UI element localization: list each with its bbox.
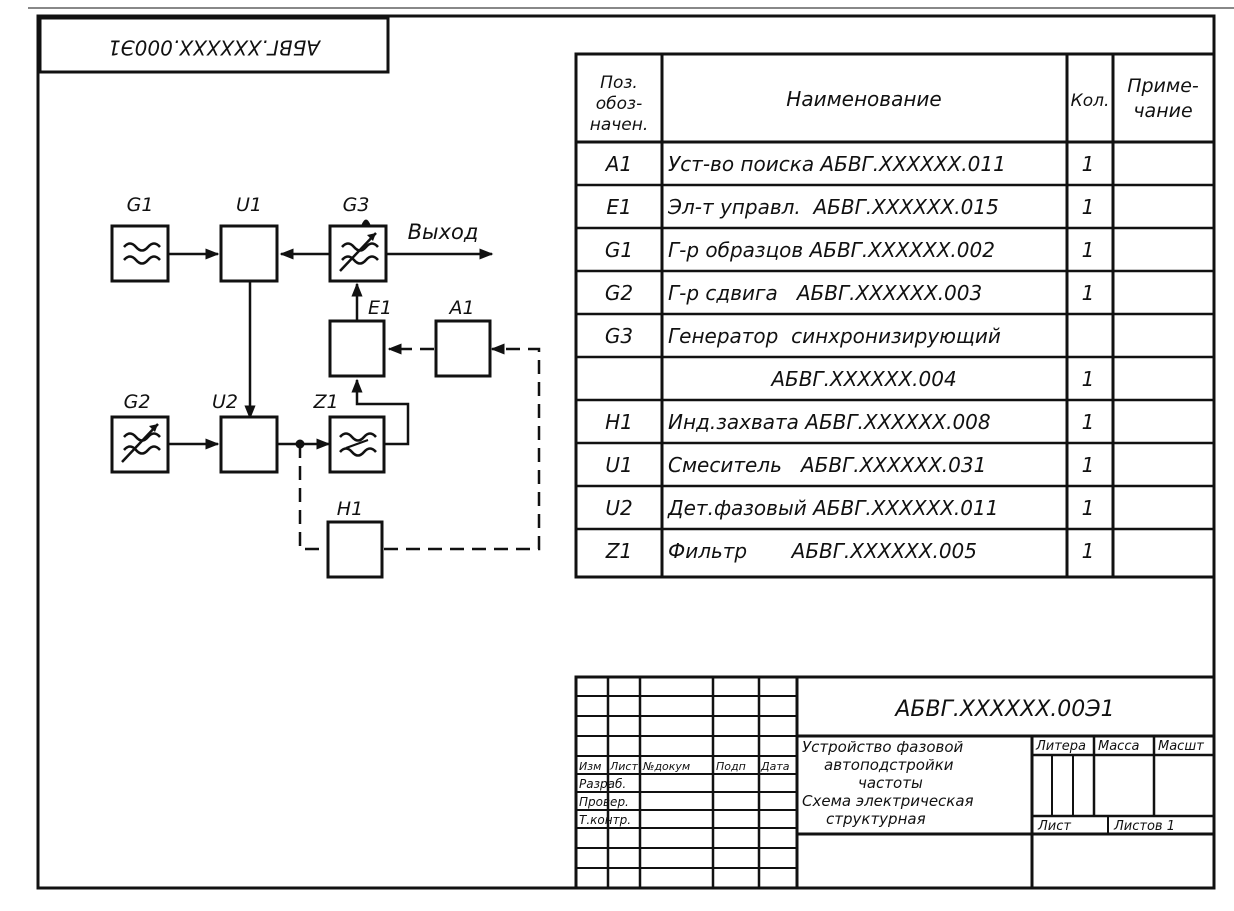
label-e1: E1 [368,297,392,319]
sync-indicator [361,219,371,226]
label-h1: H1 [337,498,363,520]
row-position: E1 [606,195,631,219]
row-name: Смеситель АБВГ.XXXXXX.031 [668,453,986,477]
col-docnum: №докум [642,760,690,773]
row-name: Г-р образцов АБВГ.XXXXXX.002 [668,238,995,262]
label-output: Выход [408,220,479,244]
label-u1: U1 [236,194,262,216]
table-header: Поз. обоз- начен. Наименование Кол. Прим… [590,73,1199,135]
col-date: Дата [760,760,790,773]
sheet-label: Лист [1037,819,1071,834]
row-name: Уст-во поиска АБВГ.XXXXXX.011 [668,152,1006,176]
col-list: Лист [609,760,638,773]
title-line-3: частоты [858,774,923,792]
label-z1: Z1 [312,391,338,413]
change-columns: Изм Лист №докум Подп Дата [579,760,790,773]
header-note-line2: чание [1133,100,1192,122]
row-qty: 1 [1082,453,1095,477]
row-name: Г-р сдвига АБВГ.XXXXXX.003 [668,281,982,305]
row-qty: 1 [1082,539,1095,563]
row-qty: 1 [1082,410,1095,434]
row-qty: 1 [1082,238,1095,262]
role-checker: Провер. [579,795,629,809]
table-row: U1 Смеситель АБВГ.XXXXXX.031 1 [605,453,1094,477]
row-qty: 1 [1082,152,1095,176]
row-position: H1 [605,410,633,434]
label-u2: U2 [212,391,238,413]
link-z1-e1 [351,378,410,446]
stamp-code: АБВГ.XXXXXX.000Э1 [108,36,322,60]
row-name: Дет.фазовый АБВГ.XXXXXX.011 [667,496,998,520]
sheets-label: Листов 1 [1113,819,1175,834]
title-block: АБВГ.XXXXXX.00Э1 Устройство фазовой авто… [574,675,1216,890]
block-u1 [219,224,279,283]
label-g2: G2 [124,391,151,413]
row-position: A1 [604,152,632,176]
row-position: G3 [605,324,633,348]
document-designation: АБВГ.XXXXXX.00Э1 [893,697,1114,722]
block-h1 [326,520,384,579]
row-name: Эл-т управл. АБВГ.XXXXXX.015 [667,195,999,219]
role-rows: Разраб. Провер. Т.контр. [579,777,631,827]
scale-label: Масшт [1158,739,1204,754]
link-h1-a1 [384,343,541,551]
table-row: G1 Г-р образцов АБВГ.XXXXXX.002 1 [605,238,1094,262]
role-tech-control: Т.контр. [579,813,631,827]
rotated-stamp: АБВГ.XXXXXX.000Э1 [38,16,390,74]
row-qty: 1 [1082,195,1095,219]
title-line-4: Схема электрическая [802,792,974,810]
row-qty: 1 [1082,496,1095,520]
title-line-5: структурная [826,810,926,828]
label-g1: G1 [127,194,154,216]
block-g3 [328,219,388,283]
structural-diagram: G1 U1 G3 Выход E1 A1 G2 U2 Z1 H1 [110,194,541,579]
mass-label: Масса [1098,739,1139,754]
row-qty: 1 [1082,281,1095,305]
table-row: E1 Эл-т управл. АБВГ.XXXXXX.015 1 [606,195,1094,219]
header-qty: Кол. [1071,91,1110,111]
role-developer: Разраб. [579,777,626,791]
label-a1: A1 [447,297,474,319]
header-note-line1: Приме- [1127,75,1199,97]
row-qty: 1 [1082,367,1095,391]
link-u2-h1 [298,444,327,551]
element-list-table: Поз. обоз- начен. Наименование Кол. Прим… [574,52,1216,579]
row-name: Инд.захвата АБВГ.XXXXXX.008 [668,410,991,434]
row-name: Фильтр АБВГ.XXXXXX.005 [668,539,977,563]
header-pos-line3: начен. [590,115,649,135]
table-row: АБВГ.XXXXXX.004 1 [769,367,1094,391]
block-z1 [328,415,386,474]
row-position: G2 [605,281,633,305]
block-e1 [328,319,386,378]
label-g3: G3 [343,194,370,216]
row-position: U2 [605,496,632,520]
block-g2 [110,415,170,474]
table-row: G3 Генератор синхронизирующий [605,324,1001,348]
col-izm: Изм [579,760,601,773]
block-u2 [219,415,279,474]
sheet-frame [36,14,1216,890]
row-position: U1 [605,453,632,477]
header-pos-line2: обоз- [596,94,642,114]
table-row: U2 Дет.фазовый АБВГ.XXXXXX.011 1 [605,496,1094,520]
document-title: Устройство фазовой автоподстройки частот… [802,738,974,828]
title-line-1: Устройство фазовой [802,738,964,756]
row-position: G1 [605,238,633,262]
table-row: G2 Г-р сдвига АБВГ.XXXXXX.003 1 [605,281,1094,305]
header-pos-line1: Поз. [600,73,638,93]
header-name: Наименование [786,87,941,111]
block-g1 [110,224,170,283]
col-sign: Подп [716,760,746,773]
row-position: Z1 [605,539,632,563]
block-a1 [434,319,492,378]
table-row: A1 Уст-во поиска АБВГ.XXXXXX.011 1 [604,152,1095,176]
table-row: Z1 Фильтр АБВГ.XXXXXX.005 1 [605,539,1095,563]
table-row: H1 Инд.захвата АБВГ.XXXXXX.008 1 [605,410,1094,434]
row-name: Генератор синхронизирующий [668,324,1001,348]
row-name: АБВГ.XXXXXX.004 [769,367,956,391]
litera-label: Литера [1035,739,1086,754]
title-line-2: автоподстройки [824,756,954,774]
